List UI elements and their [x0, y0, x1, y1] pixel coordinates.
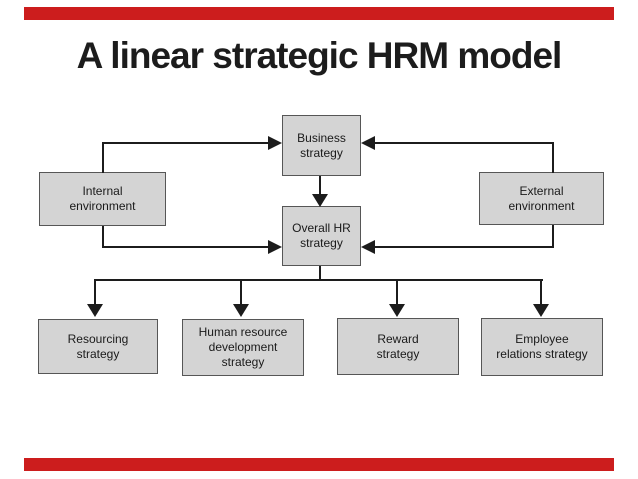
- node-internal-environment-label: Internal environment: [69, 184, 136, 213]
- node-overall-hr-strategy: Overall HR strategy: [282, 206, 361, 266]
- arrowhead-down-icon: [233, 304, 249, 317]
- node-employee-relations-strategy: Employee relations strategy: [481, 318, 603, 376]
- connector-external-to-overall-horizontal: [374, 246, 554, 248]
- node-reward-strategy-label: Reward strategy: [376, 331, 420, 361]
- arrowhead-down-icon: [389, 304, 405, 317]
- node-business-strategy-label: Business strategy: [297, 130, 346, 160]
- arrowhead-down-icon: [312, 194, 328, 207]
- arrowhead-down-icon: [87, 304, 103, 317]
- connector-branch-to-hrd-vertical: [240, 279, 242, 306]
- connector-internal-to-overall-horizontal: [102, 246, 268, 248]
- connector-external-to-business-horizontal: [374, 142, 554, 144]
- node-external-environment-label: External environment: [508, 183, 575, 213]
- connector-branch-to-reward-vertical: [396, 279, 398, 306]
- node-employee-relations-strategy-label: Employee relations strategy: [496, 332, 588, 361]
- connector-internal-to-business-horizontal: [102, 142, 268, 144]
- connector-internal-to-business-vertical: [102, 142, 104, 173]
- arrowhead-right-icon: [268, 240, 282, 254]
- node-internal-environment: Internal environment: [39, 172, 166, 226]
- node-reward-strategy: Reward strategy: [337, 318, 459, 375]
- connector-branch-to-employee-vertical: [540, 279, 542, 306]
- slide-title: A linear strategic HRM model: [76, 35, 563, 76]
- connector-business-to-overall-vertical: [319, 176, 321, 196]
- connector-overall-to-branch-vertical: [319, 266, 321, 281]
- node-business-strategy: Business strategy: [282, 115, 361, 176]
- arrowhead-down-icon: [533, 304, 549, 317]
- node-resourcing-strategy: Resourcing strategy: [38, 319, 158, 374]
- branch-distribution-line: [94, 279, 543, 281]
- bottom-accent-bar: [24, 458, 614, 471]
- arrowhead-right-icon: [268, 136, 282, 150]
- node-hr-development-strategy: Human resource development strategy: [182, 319, 304, 376]
- connector-external-to-business-vertical: [552, 142, 554, 173]
- arrowhead-left-icon: [361, 240, 375, 254]
- node-resourcing-strategy-label: Resourcing strategy: [67, 331, 129, 361]
- connector-external-to-overall-vertical: [552, 225, 554, 248]
- top-accent-bar: [24, 7, 614, 20]
- arrowhead-left-icon: [361, 136, 375, 150]
- node-external-environment: External environment: [479, 172, 604, 225]
- connector-branch-to-resourcing-vertical: [94, 279, 96, 306]
- connector-internal-to-overall-vertical: [102, 226, 104, 248]
- node-hr-development-strategy-label: Human resource development strategy: [198, 325, 288, 369]
- node-overall-hr-strategy-label: Overall HR strategy: [292, 221, 351, 250]
